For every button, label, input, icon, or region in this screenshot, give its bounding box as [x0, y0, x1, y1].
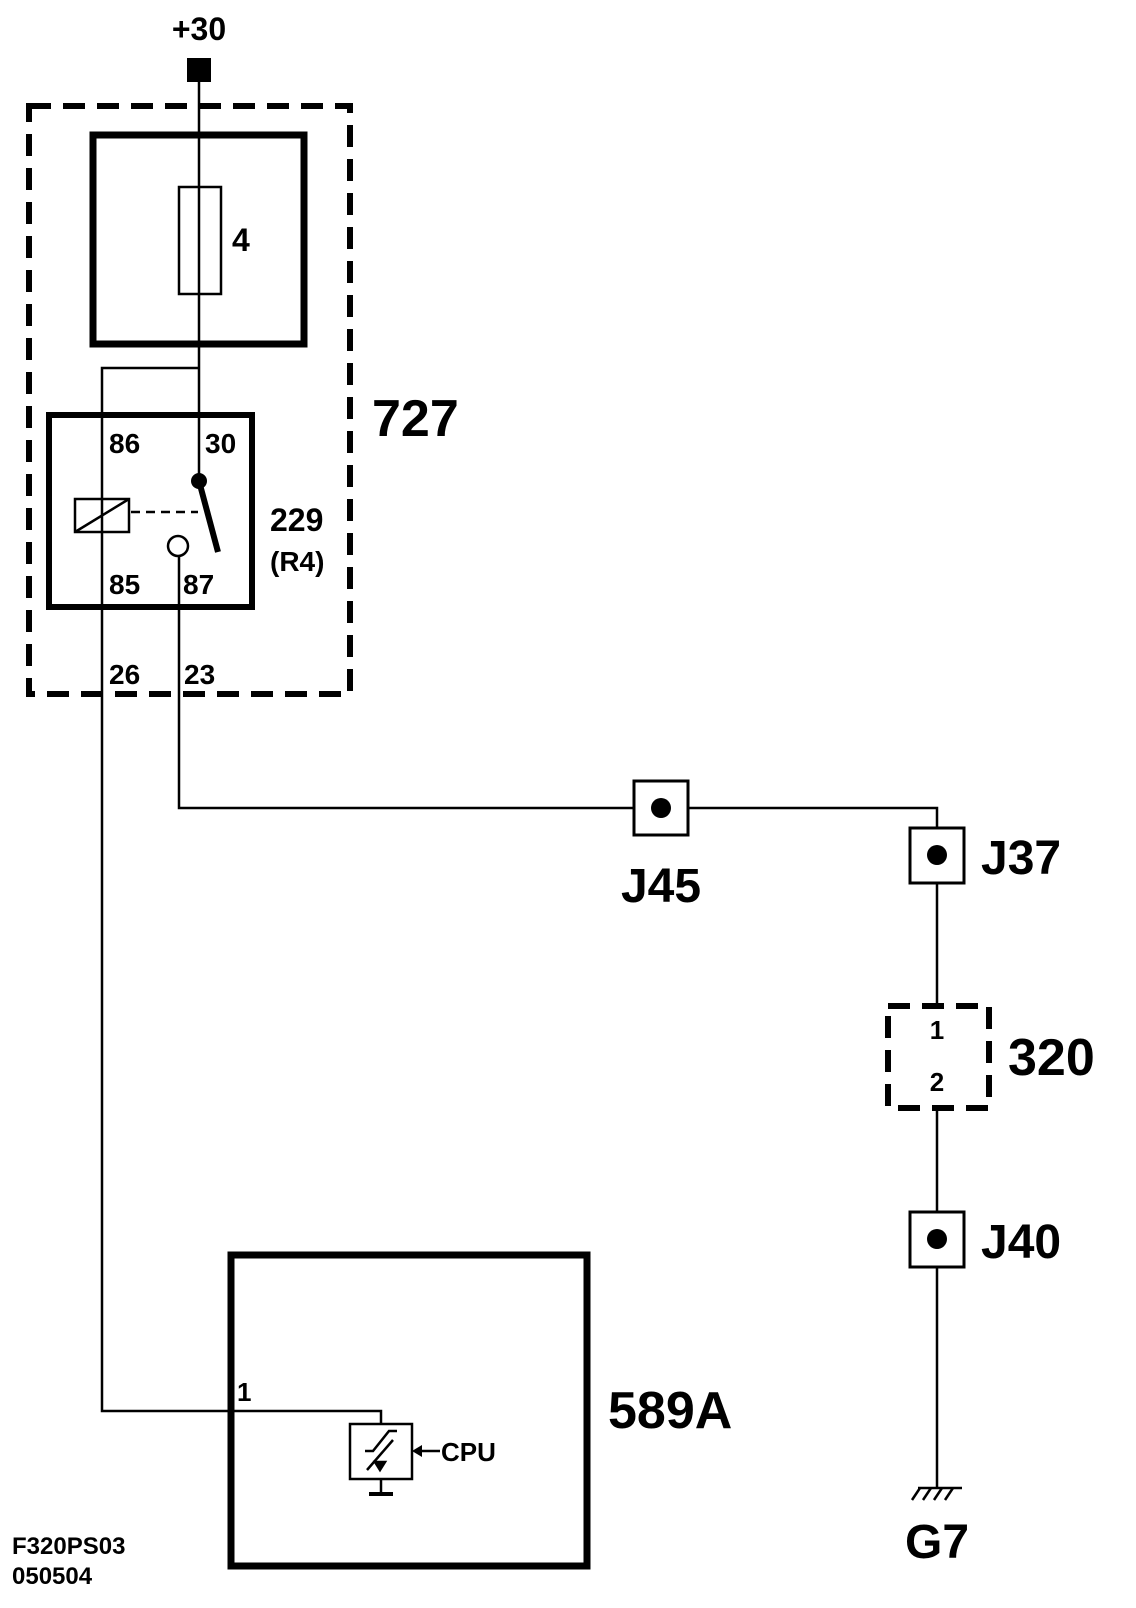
module-727-label: 727 [372, 390, 459, 448]
ground-icon [910, 1486, 962, 1501]
junction-j45-label: J45 [621, 860, 701, 913]
relay-pin-86: 86 [109, 428, 140, 459]
module-589a-label: 589A [608, 1382, 732, 1440]
cpu-arrow-icon [412, 1445, 440, 1457]
module-pin-23: 23 [184, 659, 215, 690]
component-320-pin-1: 1 [930, 1015, 944, 1045]
footer-code: F320PS03 [12, 1533, 125, 1560]
module-589a-pin-1: 1 [237, 1377, 251, 1407]
junction-j40: J40 [908, 1210, 1061, 1269]
fuse-label: 4 [232, 222, 250, 258]
module-pin-26: 26 [109, 659, 140, 690]
supply-terminal: +30 [172, 11, 226, 82]
ground-label: G7 [905, 1516, 969, 1569]
junction-j37-label: J37 [981, 832, 1061, 885]
relay-contact-87 [166, 534, 190, 558]
relay-pin-87: 87 [183, 569, 214, 600]
module-589a: 1 589A CPU [227, 1251, 732, 1570]
relay-229: 86 30 85 87 229 (R4) [46, 412, 324, 610]
supply-label: +30 [172, 11, 226, 47]
junction-j40-label: J40 [981, 1216, 1061, 1269]
relay-sublabel: (R4) [270, 546, 324, 577]
ground-g7: G7 [905, 1486, 969, 1569]
relay-contact-arm [196, 480, 221, 553]
relay-pin-30: 30 [205, 428, 236, 459]
component-320-label: 320 [1008, 1029, 1095, 1087]
cpu-label: CPU [441, 1437, 496, 1467]
junction-j37: J37 [908, 826, 1061, 885]
transistor-icon [348, 1422, 414, 1496]
wires [100, 70, 939, 1488]
footer-date: 050504 [12, 1563, 93, 1590]
module-727: 727 [26, 103, 459, 697]
component-320-pin-2: 2 [930, 1067, 944, 1097]
junction-j45: J45 [621, 779, 701, 913]
relay-label: 229 [270, 502, 323, 538]
component-320: 1 2 320 [885, 1003, 1095, 1111]
relay-pin-85: 85 [109, 569, 140, 600]
